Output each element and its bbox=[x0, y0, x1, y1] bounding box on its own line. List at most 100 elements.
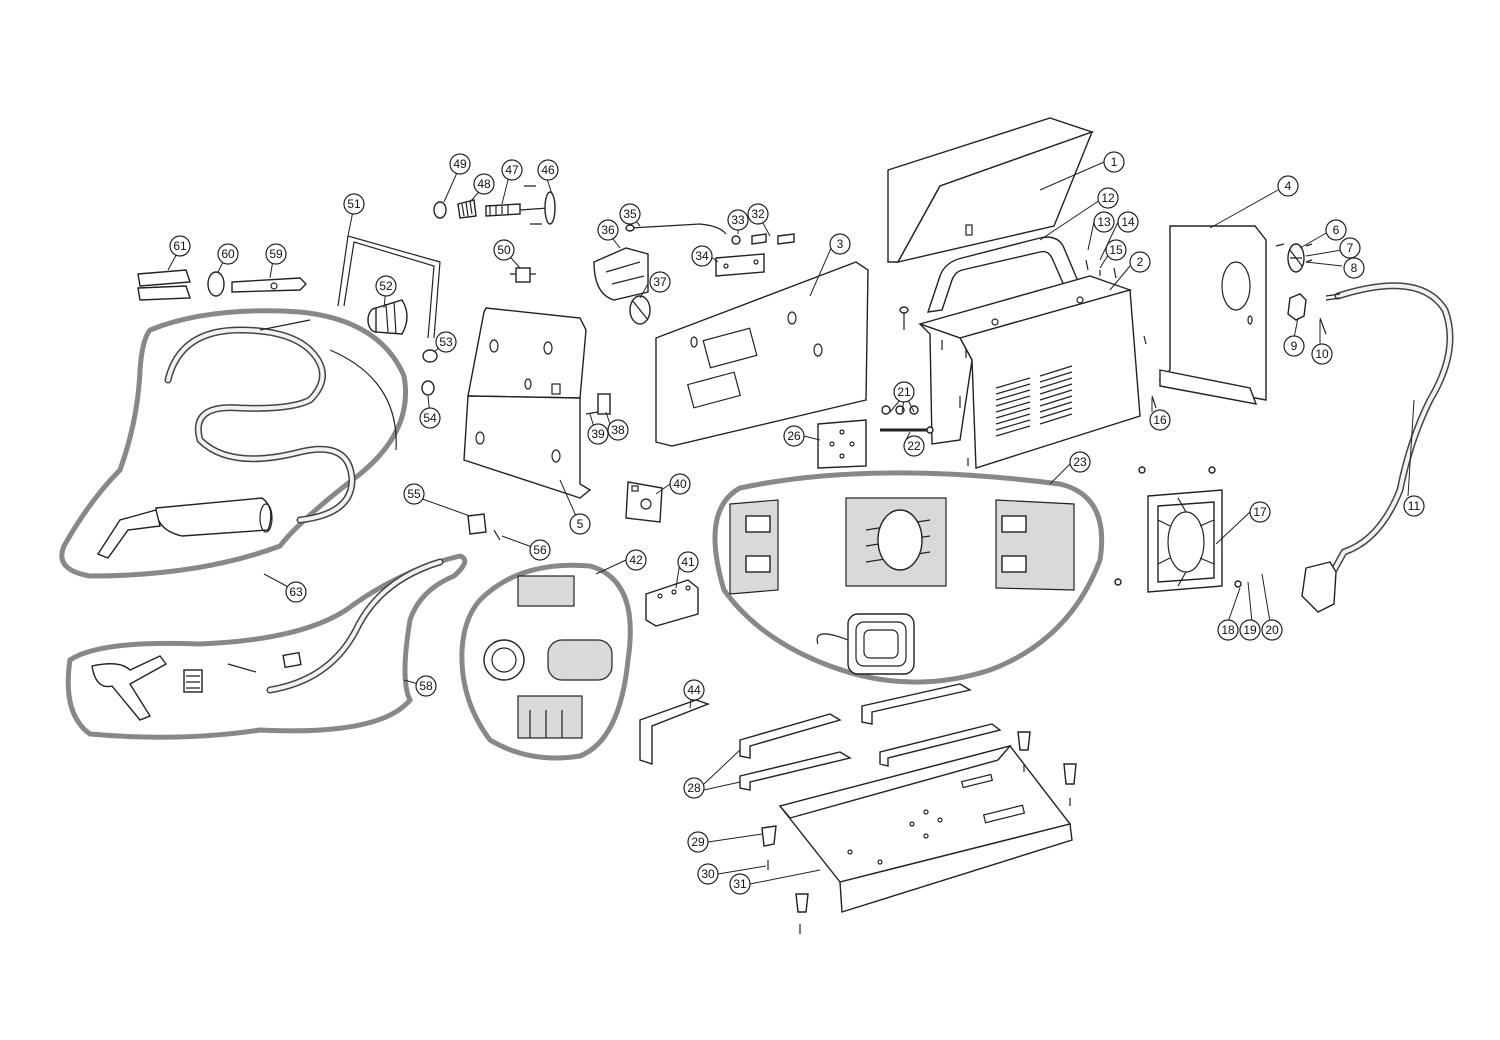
callout-12: 12 bbox=[1097, 187, 1119, 209]
part-knobs bbox=[421, 349, 438, 396]
callout-50: 50 bbox=[493, 239, 515, 261]
callout-42: 42 bbox=[625, 549, 647, 571]
part-power-cable bbox=[1301, 282, 1454, 613]
part-block bbox=[645, 579, 699, 627]
callout-label: 15 bbox=[1109, 243, 1123, 257]
callout-20: 20 bbox=[1261, 619, 1283, 641]
part-spool bbox=[367, 299, 408, 335]
part-circuit-board bbox=[625, 481, 663, 523]
callout-label: 33 bbox=[731, 213, 745, 227]
callout-label: 10 bbox=[1315, 347, 1329, 361]
callout-3: 3 bbox=[829, 233, 851, 255]
part-relay bbox=[585, 393, 611, 415]
callout-21: 21 bbox=[893, 381, 915, 403]
callout-label: 60 bbox=[221, 247, 235, 261]
callout-label: 31 bbox=[733, 877, 747, 891]
callout-label: 52 bbox=[379, 279, 393, 293]
callout-7: 7 bbox=[1339, 237, 1361, 259]
callout-label: 5 bbox=[577, 517, 584, 531]
part-rear-fittings bbox=[1275, 243, 1327, 335]
callout-label: 2 bbox=[1137, 255, 1144, 269]
callout-label: 6 bbox=[1333, 223, 1340, 237]
callout-label: 50 bbox=[497, 243, 511, 257]
callout-label: 12 bbox=[1101, 191, 1115, 205]
vent-slots-right bbox=[1039, 365, 1073, 425]
callout-label: 9 bbox=[1291, 339, 1298, 353]
callout-48: 48 bbox=[473, 173, 495, 195]
callout-9: 9 bbox=[1283, 335, 1305, 357]
callout-label: 48 bbox=[477, 177, 491, 191]
callout-label: 40 bbox=[673, 477, 687, 491]
callout-11: 11 bbox=[1403, 495, 1425, 517]
callout-2: 2 bbox=[1129, 251, 1151, 273]
callout-16: 16 bbox=[1149, 409, 1171, 431]
callout-22: 22 bbox=[903, 435, 925, 457]
callout-54: 54 bbox=[419, 407, 441, 429]
callout-17: 17 bbox=[1249, 501, 1271, 523]
callout-label: 14 bbox=[1121, 215, 1135, 229]
group-torch bbox=[59, 308, 409, 579]
part-fan bbox=[1114, 466, 1242, 593]
part-bolts bbox=[880, 405, 934, 434]
part-main-housing bbox=[917, 275, 1141, 469]
callout-label: 29 bbox=[691, 835, 705, 849]
callout-label: 17 bbox=[1253, 505, 1267, 519]
part-back-panel bbox=[1158, 225, 1267, 405]
callout-1: 1 bbox=[1103, 151, 1125, 173]
part-base-tray bbox=[778, 744, 1073, 913]
callout-label: 21 bbox=[897, 385, 911, 399]
callout-36: 36 bbox=[597, 219, 619, 241]
callout-label: 36 bbox=[601, 223, 615, 237]
callout-15: 15 bbox=[1105, 239, 1127, 261]
callout-34: 34 bbox=[691, 245, 713, 267]
callout-label: 28 bbox=[687, 781, 701, 795]
callout-10: 10 bbox=[1311, 343, 1333, 365]
callout-8: 8 bbox=[1343, 257, 1365, 279]
callout-37: 37 bbox=[649, 271, 671, 293]
callout-61: 61 bbox=[169, 235, 191, 257]
part-wire-feed bbox=[593, 223, 727, 325]
group-ground-clamp bbox=[65, 553, 468, 740]
callout-35: 35 bbox=[619, 203, 641, 225]
callout-label: 51 bbox=[347, 197, 361, 211]
part-winding bbox=[816, 613, 915, 675]
part-switch bbox=[510, 267, 536, 283]
callout-label: 30 bbox=[701, 867, 715, 881]
callout-33: 33 bbox=[727, 209, 749, 231]
callout-label: 16 bbox=[1153, 413, 1167, 427]
callout-label: 20 bbox=[1265, 623, 1279, 637]
callout-14: 14 bbox=[1117, 211, 1139, 233]
part-front-panel bbox=[655, 261, 869, 447]
callout-56: 56 bbox=[529, 539, 551, 561]
callout-label: 47 bbox=[505, 163, 519, 177]
callout-26: 26 bbox=[783, 425, 805, 447]
callout-39: 39 bbox=[587, 423, 609, 445]
leader-lines bbox=[167, 161, 1415, 885]
callout-label: 59 bbox=[269, 247, 283, 261]
callout-23: 23 bbox=[1069, 451, 1091, 473]
callout-label: 8 bbox=[1351, 261, 1358, 275]
callout-31: 31 bbox=[729, 873, 751, 895]
part-coil-assembly bbox=[845, 497, 947, 587]
part-angle-bracket bbox=[639, 699, 711, 765]
callout-18: 18 bbox=[1217, 619, 1239, 641]
callout-label: 32 bbox=[751, 207, 765, 221]
part-torch-nozzle bbox=[137, 269, 307, 301]
callout-label: 7 bbox=[1347, 241, 1354, 255]
callout-30: 30 bbox=[697, 863, 719, 885]
callout-label: 18 bbox=[1221, 623, 1235, 637]
callout-label: 13 bbox=[1097, 215, 1111, 229]
callout-label: 46 bbox=[541, 163, 555, 177]
part-e-core-right bbox=[995, 499, 1075, 591]
callout-4: 4 bbox=[1277, 175, 1299, 197]
callout-6: 6 bbox=[1325, 219, 1347, 241]
callout-label: 38 bbox=[611, 423, 625, 437]
callout-47: 47 bbox=[501, 159, 523, 181]
part-side-panel bbox=[463, 307, 592, 499]
callout-32: 32 bbox=[747, 203, 769, 225]
callout-label: 55 bbox=[407, 487, 421, 501]
callout-label: 1 bbox=[1111, 155, 1118, 169]
callout-55: 55 bbox=[403, 483, 425, 505]
callout-59: 59 bbox=[265, 243, 287, 265]
callout-label: 4 bbox=[1285, 179, 1292, 193]
